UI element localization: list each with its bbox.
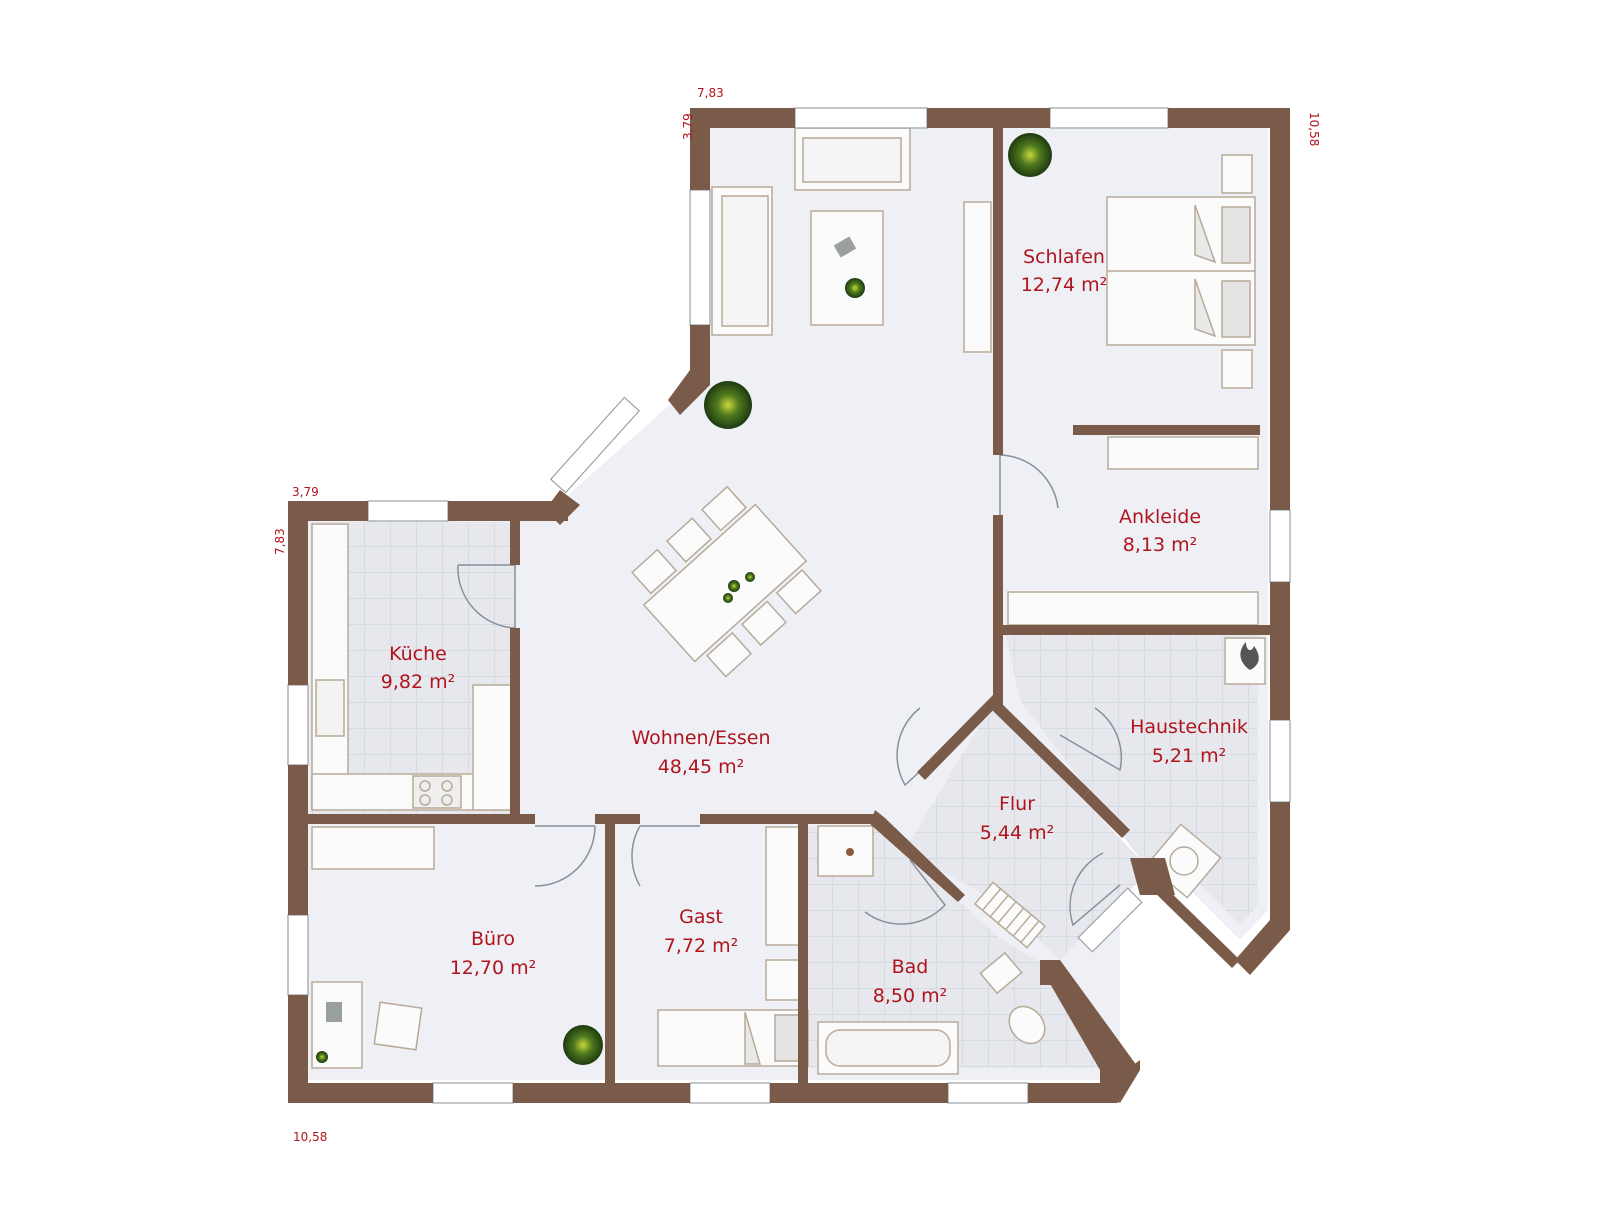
door-haustechnik [1059, 707, 1123, 772]
door-ankleide [999, 454, 1059, 515]
cooktop [412, 775, 462, 809]
washbasin [979, 951, 1023, 995]
coffee-table [810, 210, 884, 326]
stairs [973, 881, 1047, 949]
room-name-flur: Flur [999, 793, 1035, 815]
book-icon [833, 236, 857, 258]
window-kueche-left [287, 684, 309, 766]
plant-icon [316, 1051, 328, 1063]
nightstand-top [1221, 154, 1253, 194]
room-name-kueche: Küche [389, 643, 447, 665]
plant-icon [704, 381, 752, 429]
window-kueche-top [367, 500, 449, 522]
door-buero [534, 825, 596, 887]
sideboard [963, 201, 992, 353]
window-right-ankleide [1269, 509, 1291, 583]
kitchen-counter-right [472, 684, 512, 811]
room-name-haustechnik: Haustechnik [1130, 716, 1248, 738]
room-area-gast: 7,72 m² [664, 935, 738, 957]
door-flur-right [1069, 852, 1121, 927]
decor [316, 133, 1259, 1065]
dimension-labels: 7,83 3,79 10,58 3,79 7,83 10,58 [273, 86, 1321, 1144]
room-area-schlafen: 12,74 m² [1021, 274, 1108, 296]
toilet [1008, 1005, 1046, 1045]
doors [457, 454, 1123, 927]
window-buero-left [287, 914, 309, 996]
wardrobe-lower [1007, 591, 1259, 626]
sink [315, 679, 345, 737]
room-area-wohnen: 48,45 m² [658, 756, 745, 778]
room-name-buero: Büro [471, 928, 515, 950]
door-gast [631, 825, 700, 887]
wardrobe [1107, 436, 1259, 470]
room-name-gast: Gast [679, 906, 723, 928]
walls [288, 108, 1290, 1103]
plant-icon [563, 1025, 603, 1065]
door-flur-wohnen [896, 707, 961, 787]
window-bottom-bad [947, 1082, 1029, 1104]
furniture [311, 127, 1266, 1075]
door-kueche [457, 564, 516, 629]
window-diagonal [549, 396, 641, 494]
sofa-top-seat [802, 137, 902, 183]
dim-left-height: 7,83 [273, 528, 287, 555]
room-area-flur: 5,44 m² [980, 822, 1054, 844]
room-area-buero: 12,70 m² [450, 957, 537, 979]
room-name-ankleide: Ankleide [1119, 506, 1201, 528]
dining-set [631, 485, 822, 678]
floor-bad [808, 826, 1115, 1068]
dim-top-width: 7,83 [697, 86, 724, 100]
window-right-haustechnik [1269, 719, 1291, 803]
window-top-bedroom [1049, 107, 1169, 129]
desk-chair [373, 1001, 423, 1051]
sofa-left-seat [721, 195, 769, 327]
plant-icon [845, 278, 865, 298]
door-bad [864, 859, 946, 925]
room-name-wohnen: Wohnen/Essen [631, 727, 770, 749]
dim-left-width: 3,79 [292, 485, 319, 499]
window-top-living [794, 107, 928, 129]
fire-icon [1240, 642, 1259, 670]
dim-right-height: 10,58 [1307, 112, 1321, 146]
window-bottom-buero [432, 1082, 514, 1104]
window-bottom-gast [689, 1082, 771, 1104]
book-icon [326, 1002, 342, 1022]
room-area-ankleide: 8,13 m² [1123, 534, 1197, 556]
room-name-schlafen: Schlafen [1023, 246, 1105, 268]
window-flur-diagonal [1077, 887, 1143, 953]
faucet-icon [846, 848, 854, 856]
room-area-haustechnik: 5,21 m² [1152, 745, 1226, 767]
room-area-bad: 8,50 m² [873, 985, 947, 1007]
room-labels: Schlafen 12,74 m² Ankleide 8,13 m² Küche… [381, 246, 1248, 1007]
nightstand-bottom [1221, 349, 1253, 389]
dim-top-height: 3,79 [681, 113, 695, 140]
windows [287, 107, 1291, 1104]
bad-cabinet [817, 825, 874, 877]
kitchen-counter-left [311, 523, 349, 810]
room-name-bad: Bad [892, 956, 929, 978]
dim-bottom-width: 10,58 [293, 1130, 327, 1144]
room-area-kueche: 9,82 m² [381, 671, 455, 693]
floor-flur [905, 703, 1150, 960]
buero-shelf [311, 826, 435, 870]
plant-icon [1008, 133, 1052, 177]
window-left-living [689, 189, 711, 326]
plant-icon [723, 572, 755, 603]
